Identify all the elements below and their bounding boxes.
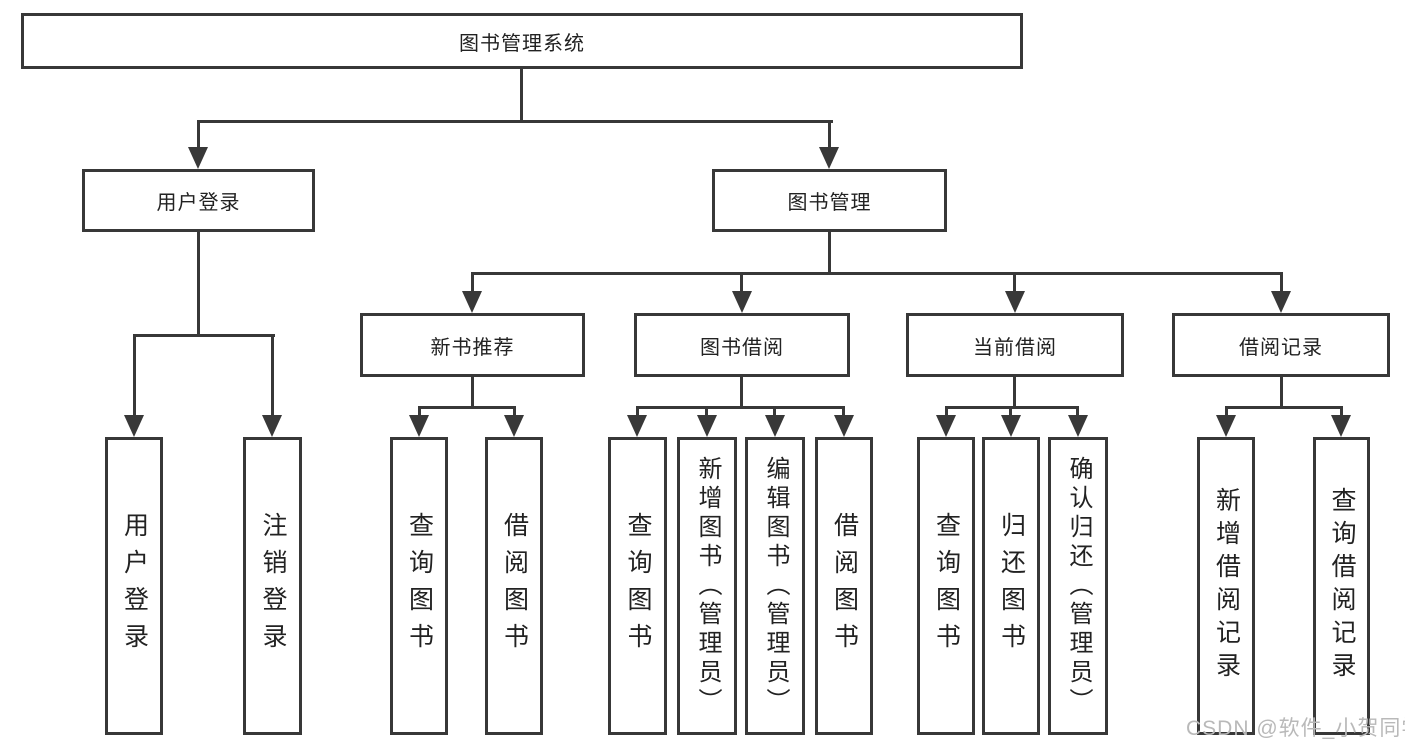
node-label: 图书借阅 bbox=[700, 336, 784, 359]
arrow-down-icon bbox=[936, 415, 956, 437]
connector-line bbox=[271, 334, 274, 417]
node-label: 图书管理系统 bbox=[459, 32, 585, 55]
arrow-down-icon bbox=[765, 415, 785, 437]
connector-line bbox=[418, 406, 421, 417]
connector-line bbox=[1280, 272, 1283, 293]
node-label: 用户登录 bbox=[156, 192, 241, 214]
connector-line bbox=[197, 120, 200, 149]
node-borrowing-records: 借阅记录 bbox=[1172, 313, 1390, 377]
arrow-down-icon bbox=[504, 415, 524, 437]
arrow-down-icon bbox=[819, 147, 839, 169]
connector-line bbox=[513, 406, 516, 417]
connector-line bbox=[636, 406, 845, 409]
node-label: 借阅图书 bbox=[830, 512, 859, 660]
arrow-down-icon bbox=[697, 415, 717, 437]
node-label: 新增借阅记录 bbox=[1212, 487, 1241, 685]
arrow-down-icon bbox=[627, 415, 647, 437]
arrow-down-icon bbox=[1271, 291, 1291, 313]
leaf-return-books: 归还图书 bbox=[982, 437, 1040, 735]
arrow-down-icon bbox=[1001, 415, 1021, 437]
node-new-book-recommend: 新书推荐 bbox=[360, 313, 585, 377]
node-label: 归还图书 bbox=[997, 512, 1026, 660]
leaf-add-books-admin: 新增图书（管理员） bbox=[677, 437, 737, 735]
arrow-down-icon bbox=[1331, 415, 1351, 437]
node-current-borrowing: 当前借阅 bbox=[906, 313, 1124, 377]
leaf-borrow-books-recommend: 借阅图书 bbox=[485, 437, 543, 735]
leaf-logout: 注销登录 bbox=[243, 437, 302, 735]
connector-line bbox=[1280, 377, 1283, 408]
connector-line bbox=[133, 334, 136, 417]
arrow-down-icon bbox=[732, 291, 752, 313]
connector-line bbox=[1013, 272, 1016, 293]
node-label: 注销登录 bbox=[259, 512, 287, 660]
node-label: 新增图书（管理员） bbox=[694, 455, 721, 717]
arrow-down-icon bbox=[834, 415, 854, 437]
connector-line bbox=[418, 406, 515, 409]
connector-line bbox=[1340, 406, 1343, 417]
connector-line bbox=[1225, 406, 1342, 409]
node-user-login-branch: 用户登录 bbox=[82, 169, 315, 232]
arrow-down-icon bbox=[1216, 415, 1236, 437]
node-label: 查询图书 bbox=[624, 512, 652, 660]
connector-line bbox=[842, 406, 845, 417]
node-label: 查询借阅记录 bbox=[1328, 487, 1356, 685]
arrow-down-icon bbox=[1068, 415, 1088, 437]
connector-line bbox=[740, 377, 743, 408]
connector-line bbox=[197, 232, 200, 336]
arrow-down-icon bbox=[124, 415, 144, 437]
connector-line bbox=[520, 69, 523, 120]
leaf-edit-books-admin: 编辑图书（管理员） bbox=[745, 437, 805, 735]
node-label: 查询图书 bbox=[932, 512, 961, 660]
csdn-watermark: CSDN @软件_小贺同学 bbox=[1186, 717, 1405, 740]
leaf-add-borrow-record: 新增借阅记录 bbox=[1197, 437, 1255, 735]
node-label: 用户登录 bbox=[120, 512, 149, 660]
connector-line bbox=[828, 232, 831, 273]
connector-line bbox=[945, 406, 948, 417]
node-label: 确认归还（管理员） bbox=[1065, 455, 1092, 717]
leaf-query-books-current: 查询图书 bbox=[917, 437, 975, 735]
node-label: 图书管理 bbox=[787, 192, 872, 214]
node-label: 查询图书 bbox=[405, 512, 434, 660]
node-book-management-branch: 图书管理 bbox=[712, 169, 947, 232]
node-label: 借阅记录 bbox=[1239, 336, 1323, 359]
connector-line bbox=[471, 272, 1283, 275]
leaf-query-borrow-record: 查询借阅记录 bbox=[1313, 437, 1370, 735]
leaf-confirm-return-admin: 确认归还（管理员） bbox=[1048, 437, 1108, 735]
connector-line bbox=[1076, 406, 1079, 417]
connector-line bbox=[705, 406, 708, 417]
connector-line bbox=[828, 120, 831, 149]
connector-line bbox=[133, 334, 275, 337]
node-label: 借阅图书 bbox=[500, 512, 529, 660]
connector-line bbox=[1009, 406, 1012, 417]
connector-line bbox=[773, 406, 776, 417]
connector-line bbox=[945, 406, 1079, 409]
node-root-library-system: 图书管理系统 bbox=[21, 13, 1023, 69]
arrow-down-icon bbox=[262, 415, 282, 437]
connector-line bbox=[740, 272, 743, 293]
connector-line bbox=[197, 120, 833, 123]
leaf-user-login: 用户登录 bbox=[105, 437, 163, 735]
connector-line bbox=[1225, 406, 1228, 417]
node-label: 当前借阅 bbox=[973, 336, 1057, 359]
leaf-query-books-borrowing: 查询图书 bbox=[608, 437, 667, 735]
arrow-down-icon bbox=[1005, 291, 1025, 313]
connector-line bbox=[1013, 377, 1016, 408]
arrow-down-icon bbox=[188, 147, 208, 169]
arrow-down-icon bbox=[462, 291, 482, 313]
leaf-query-books-recommend: 查询图书 bbox=[390, 437, 448, 735]
node-book-borrowing: 图书借阅 bbox=[634, 313, 850, 377]
leaf-borrow-books: 借阅图书 bbox=[815, 437, 873, 735]
node-label: 编辑图书（管理员） bbox=[762, 455, 789, 717]
arrow-down-icon bbox=[409, 415, 429, 437]
connector-line bbox=[471, 272, 474, 293]
connector-line bbox=[636, 406, 639, 417]
node-label: 新书推荐 bbox=[430, 336, 515, 359]
connector-line bbox=[471, 377, 474, 408]
